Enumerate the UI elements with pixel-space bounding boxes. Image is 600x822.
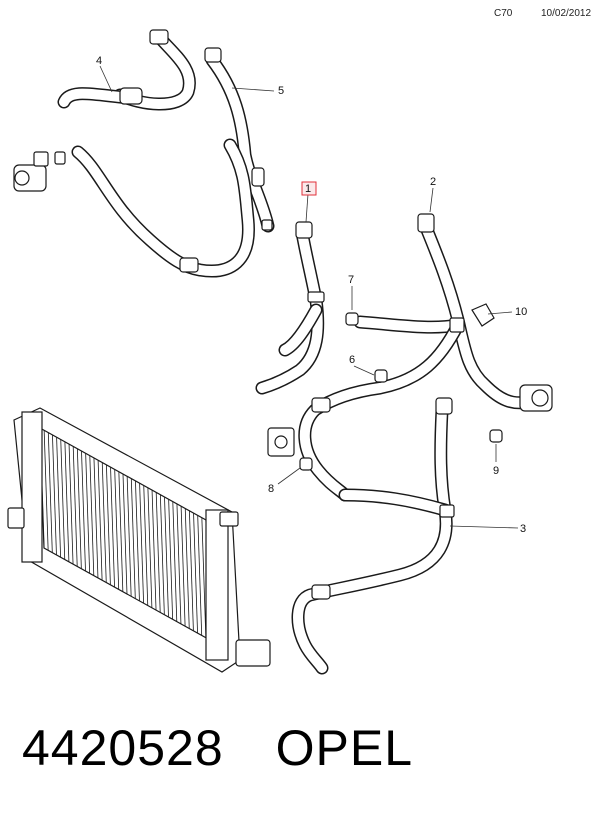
part-number: 4420528 xyxy=(22,720,224,776)
bracket-part-10 xyxy=(471,303,495,327)
callout-7: 7 xyxy=(348,274,354,286)
hose-part-1 xyxy=(255,221,325,395)
radiator-fin xyxy=(89,455,95,576)
brand-name: OPEL xyxy=(275,720,414,776)
hose-part-3 xyxy=(291,397,455,675)
radiator-fin xyxy=(72,446,78,567)
radiator-fin xyxy=(110,467,115,588)
callout-4: 4 xyxy=(96,55,102,67)
radiator-fin xyxy=(139,483,144,604)
radiator-fin xyxy=(114,469,120,590)
radiator-fin xyxy=(184,508,190,629)
radiator-fin xyxy=(76,448,82,569)
leader-8 xyxy=(277,467,301,485)
radiator xyxy=(7,407,271,673)
radiator-fin xyxy=(81,450,86,572)
leader-6 xyxy=(353,365,375,376)
water-pump-left xyxy=(13,151,66,192)
leader-4 xyxy=(99,65,113,93)
hose-assembly-upper-left xyxy=(13,29,275,278)
callout-10: 10 xyxy=(515,306,527,318)
callout-3: 3 xyxy=(520,523,526,535)
leader-5 xyxy=(231,87,275,92)
diagram-code: C70 xyxy=(494,8,513,19)
callout-5: 5 xyxy=(278,85,284,97)
callout-1-highlight xyxy=(301,181,317,196)
parts-diagram: 1 2 3 4 5 6 7 8 9 10 xyxy=(7,29,553,675)
radiator-fin xyxy=(64,441,70,562)
radiator-fin xyxy=(106,464,111,585)
radiator-fin xyxy=(201,517,207,638)
clamp-part-6 xyxy=(374,369,388,383)
leader-2 xyxy=(429,187,434,213)
radiator-fin xyxy=(85,453,91,574)
radiator-fin xyxy=(68,444,74,565)
radiator-fin xyxy=(189,510,194,631)
callout-6: 6 xyxy=(349,354,355,366)
radiator-fin xyxy=(180,506,186,627)
clamp-part-9 xyxy=(489,429,503,443)
radiator-fin xyxy=(176,503,182,624)
radiator-fin xyxy=(168,499,174,620)
clamp-part-8 xyxy=(299,457,313,471)
radiator-fin xyxy=(155,492,161,613)
radiator-fin xyxy=(193,513,198,634)
callout-8: 8 xyxy=(268,483,274,495)
callout-2: 2 xyxy=(430,176,436,188)
clamp-part-7 xyxy=(345,312,359,326)
radiator-fin xyxy=(97,460,103,581)
radiator-fin xyxy=(197,515,203,636)
radiator-fin xyxy=(118,471,124,592)
water-pump-right xyxy=(519,384,553,412)
radiator-fin xyxy=(164,496,169,618)
valve-block xyxy=(267,427,295,457)
callout-9: 9 xyxy=(493,465,499,477)
radiator-fin xyxy=(47,432,53,553)
radiator-fin xyxy=(135,480,140,601)
callout-1: 1 xyxy=(305,183,311,195)
radiator-fin xyxy=(101,462,107,583)
radiator-fin xyxy=(159,494,165,615)
radiator-fin xyxy=(56,437,61,558)
radiator-fin xyxy=(60,439,66,560)
diagram-date: 10/02/2012 xyxy=(541,8,592,19)
radiator-fin xyxy=(52,434,57,555)
radiator-fin xyxy=(93,457,99,578)
radiator-fin xyxy=(130,478,136,599)
radiator-fin xyxy=(172,501,178,622)
radiator-fin xyxy=(122,473,128,595)
radiator-fin xyxy=(147,487,153,608)
footer: 4420528 OPEL xyxy=(22,718,413,778)
radiator-fin xyxy=(126,476,132,597)
leader-1 xyxy=(305,193,309,223)
leader-10 xyxy=(487,311,513,315)
radiator-fin xyxy=(151,490,157,611)
hose-part-2 xyxy=(298,213,553,502)
radiator-fin xyxy=(143,485,149,606)
radiator-fin xyxy=(43,430,49,551)
leader-3 xyxy=(449,525,519,529)
